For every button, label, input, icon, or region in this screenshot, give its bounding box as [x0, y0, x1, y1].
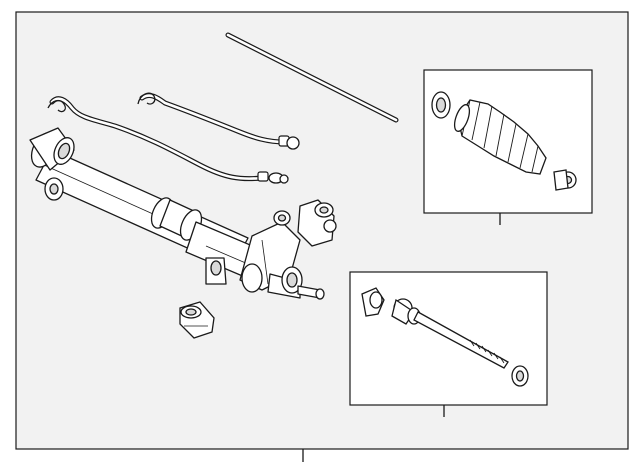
straight-rod-part — [225, 32, 399, 123]
inner-tie-rod-part — [361, 287, 529, 387]
steering-gear-part — [29, 127, 337, 300]
pressure-line-part — [47, 96, 289, 184]
return-line-part — [137, 92, 300, 150]
boot-kit-part — [431, 91, 577, 191]
mount-bushing-part — [179, 301, 215, 339]
